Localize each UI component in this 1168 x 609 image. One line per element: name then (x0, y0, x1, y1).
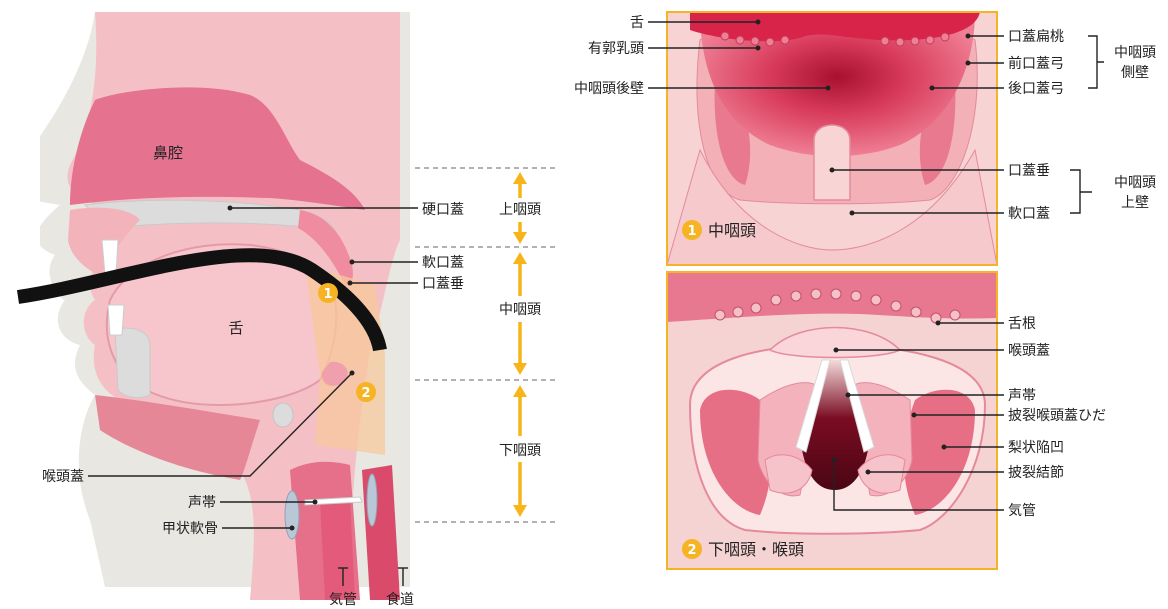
cricoid-shape (367, 474, 377, 526)
mandible-bone (115, 328, 150, 398)
label-nasal-cavity: 鼻腔 (153, 144, 183, 162)
bump (871, 295, 881, 305)
bump (811, 289, 821, 299)
label-epiglottis: 喉頭蓋 (42, 469, 84, 485)
uvula-shape (814, 125, 850, 200)
label-p2-trachea: 気管 (1008, 503, 1036, 519)
label-p2-aryepiglottic: 披裂喉頭蓋ひだ (1008, 408, 1106, 424)
label-p2-piriform: 梨状陥凹 (1008, 439, 1064, 456)
papilla (881, 37, 889, 45)
bump (791, 291, 801, 301)
label-uvula: 口蓋垂 (422, 276, 464, 292)
label-soft-palate: 軟口蓋 (422, 255, 464, 271)
arrowhead-hypopharynx-up (513, 385, 527, 397)
panel-oropharynx: 1 中咽頭 舌 有郭乳頭 中咽頭後壁 口蓋扁桃 前口蓋弓 後口蓋弓 中咽頭 側壁… (574, 12, 1156, 265)
papilla (911, 37, 919, 45)
papilla (766, 38, 774, 46)
label-hypopharynx: 下咽頭 (499, 443, 541, 459)
bump (950, 310, 960, 320)
label-p2-vocal-cord: 声帯 (1008, 388, 1036, 404)
label-p1-upper-group-l1: 中咽頭 (1114, 175, 1156, 191)
label-p1-posterior-arch: 後口蓋弓 (1008, 81, 1064, 97)
papilla (896, 38, 904, 46)
label-p1-posterior-wall: 中咽頭後壁 (574, 81, 644, 97)
label-esophagus: 食道 (386, 591, 414, 608)
bump (911, 307, 921, 317)
bump (733, 307, 743, 317)
label-tongue: 舌 (228, 319, 243, 337)
arrowhead-nasopharynx-down (513, 232, 527, 244)
bracket-p1-upper (1070, 170, 1092, 213)
label-hard-palate: 硬口蓋 (422, 202, 464, 218)
papilla (736, 36, 744, 44)
label-p1-anterior-arch: 前口蓋弓 (1008, 55, 1064, 72)
label-trachea: 気管 (329, 592, 357, 608)
label-p2-arytenoid: 披裂結節 (1008, 464, 1064, 481)
label-p1-lateral-group-l1: 中咽頭 (1114, 45, 1156, 61)
label-vocal-cord: 声帯 (188, 495, 216, 511)
bump (715, 310, 725, 320)
label-p1-lateral-group-l2: 側壁 (1121, 65, 1149, 81)
papilla (926, 36, 934, 44)
bump (891, 301, 901, 311)
bump (831, 289, 841, 299)
trachea-tube (320, 500, 355, 600)
label-nasopharynx: 上咽頭 (499, 202, 541, 218)
label-p2-tongue-root: 舌根 (1008, 316, 1036, 332)
label-p1-upper-group-l2: 上壁 (1121, 195, 1149, 211)
region-indicators: 上咽頭 中咽頭 下咽頭 (415, 168, 555, 522)
panel-2-number: 2 (687, 543, 696, 558)
marker-2-number: 2 (361, 386, 370, 401)
papilla (751, 37, 759, 45)
hyoid-bone (273, 403, 293, 427)
arrowhead-nasopharynx-up (513, 172, 527, 184)
bump (851, 291, 861, 301)
papilla (781, 36, 789, 44)
label-p1-soft-palate: 軟口蓋 (1008, 206, 1050, 222)
arrowhead-oropharynx-down (513, 363, 527, 375)
label-p1-tonsil: 口蓋扁桃 (1008, 29, 1064, 45)
arrowhead-oropharynx-up (513, 252, 527, 264)
bump (771, 295, 781, 305)
label-p1-papillae: 有郭乳頭 (588, 40, 644, 57)
thyroid-cartilage-shape (285, 491, 299, 539)
label-p1-uvula: 口蓋垂 (1008, 163, 1050, 179)
papilla (941, 33, 949, 41)
panel-1-title: 中咽頭 (708, 221, 756, 240)
bump (751, 303, 761, 313)
label-p1-tongue: 舌 (630, 15, 644, 31)
panel-1-number: 1 (687, 224, 696, 239)
bracket-p1-lateral (1088, 36, 1104, 88)
label-oropharynx: 中咽頭 (499, 302, 541, 318)
marker-1-number: 1 (323, 287, 332, 302)
arrowhead-hypopharynx-down (513, 505, 527, 517)
papilla (721, 32, 729, 40)
lower-tooth (108, 305, 124, 335)
label-p2-epiglottis: 喉頭蓋 (1008, 343, 1050, 359)
label-thyroid-cartilage: 甲状軟骨 (162, 521, 218, 537)
panel-2-title: 下咽頭・喉頭 (708, 540, 804, 559)
sagittal-view: 1 2 鼻腔 舌 硬口蓋 軟口蓋 口蓋垂 喉頭蓋 声帯 甲状軟骨 気管 食道 (0, 12, 464, 609)
panel-hypopharynx-larynx: 2 下咽頭・喉頭 舌根 喉頭蓋 声帯 披裂喉頭蓋ひだ 梨状陥凹 披裂結節 気管 (667, 272, 1106, 569)
